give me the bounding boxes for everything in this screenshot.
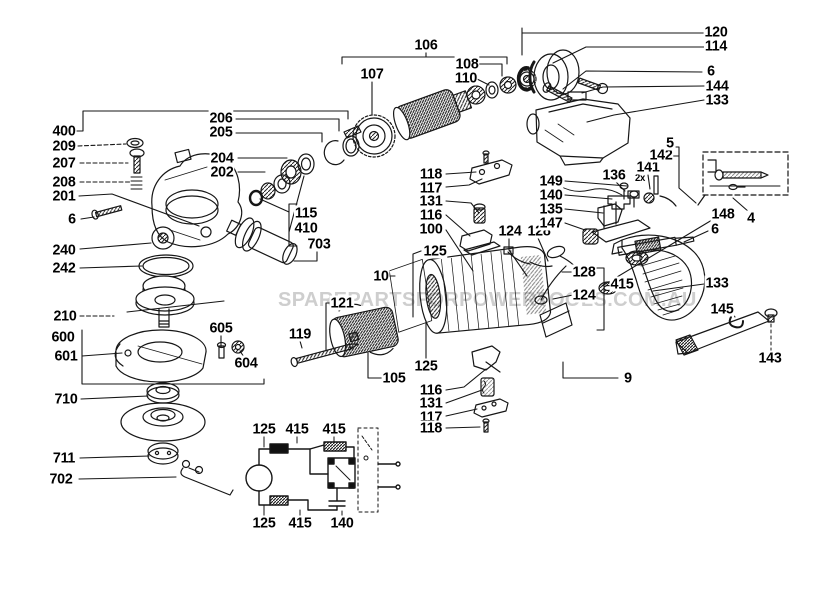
part-callout: 120 [703,23,729,41]
part-callout: 121 [329,294,355,312]
part-callout: 106 [413,36,439,54]
gearcase-housing [526,77,631,166]
bearing-stack [248,135,360,207]
part-callout: 415 [321,420,347,438]
part-callout: 125 [251,420,277,438]
gear-head-housing [91,137,243,248]
part-callout: 140 [538,186,564,204]
long-screw-119 [290,331,360,368]
part-callout: 209 [51,137,77,155]
part-callout: 601 [53,347,79,365]
part-callout: 5 [665,134,675,152]
part-callout: 6 [710,220,720,238]
fan-baffle [516,49,580,101]
part-callout: 114 [703,37,729,55]
part-callout: 117 [418,179,444,197]
part-callout: 600 [50,328,76,346]
part-callout: 207 [51,154,77,172]
part-callout: 9 [623,369,633,387]
part-callout: 100 [418,220,444,238]
part-callout: 210 [52,307,78,325]
part-callout: 415 [284,420,310,438]
part-callout: 143 [757,349,783,367]
part-callout: 702 [48,470,74,488]
part-callout: 204 [209,149,235,167]
part-callout: 136 [601,166,627,184]
part-callout: 2x [634,173,646,184]
motor-housing [388,246,552,334]
part-callout: 116 [418,206,444,224]
part-callout: 10 [372,267,390,285]
part-callout: 108 [454,55,480,73]
part-callout: 125 [251,514,277,532]
part-callout: 125 [413,357,439,375]
part-callout: 107 [359,65,385,83]
part-callout: 140 [329,514,355,532]
disc-and-clamp [120,382,234,496]
leader-lines [76,27,750,480]
part-callout: 145 [709,300,735,318]
part-callout: 144 [704,77,730,95]
part-callout: 205 [208,123,234,141]
brush-and-trigger-parts [459,150,513,433]
part-callout: 105 [381,369,407,387]
part-callout: 142 [648,146,674,164]
part-callout: 131 [418,192,444,210]
part-callout: 135 [538,200,564,218]
part-callout: 149 [538,172,564,190]
part-callout: 410 [293,219,319,237]
rear-handle [611,234,706,321]
part-callout: 133 [704,91,730,109]
part-callout: 6 [706,62,716,80]
part-callout: 240 [51,241,77,259]
foot-plate [675,308,778,356]
side-handle [226,217,298,265]
part-callout: 141 [635,158,661,176]
part-callout: 208 [51,173,77,191]
part-callout: 118 [418,419,444,437]
part-callout: 4 [746,209,756,227]
part-callout: 147 [538,214,564,232]
part-callout: 115 [293,204,319,222]
part-callout: 202 [209,163,235,181]
nameplate [539,302,573,338]
part-callout: 119 [287,325,313,343]
part-callout: 124 [497,222,523,240]
part-callout: 605 [208,319,234,337]
part-callout: 400 [51,122,77,140]
part-callout: 131 [418,394,444,412]
part-callout: 148 [710,205,736,223]
armature-assembly [343,69,537,158]
inset-detail-box [697,151,789,206]
part-callout: 128 [571,263,597,281]
part-callout: 116 [418,381,444,399]
part-callout: 110 [453,69,479,87]
spindle-parts [135,226,195,328]
part-callout: 201 [51,187,77,205]
part-callout: 703 [306,235,332,253]
wiring-schematic [245,427,401,518]
part-callout: 415 [287,514,313,532]
part-callout: 6 [67,210,77,228]
part-callout: 133 [704,274,730,292]
part-callout: 415 [609,275,635,293]
part-callout: 711 [51,449,77,467]
part-callout: 124 [571,286,597,304]
part-callout: 118 [418,165,444,183]
part-callout: 604 [233,354,259,372]
part-callout: 710 [53,390,79,408]
part-callout: 206 [208,109,234,127]
part-callout: 242 [51,259,77,277]
part-callout: 125 [422,242,448,260]
